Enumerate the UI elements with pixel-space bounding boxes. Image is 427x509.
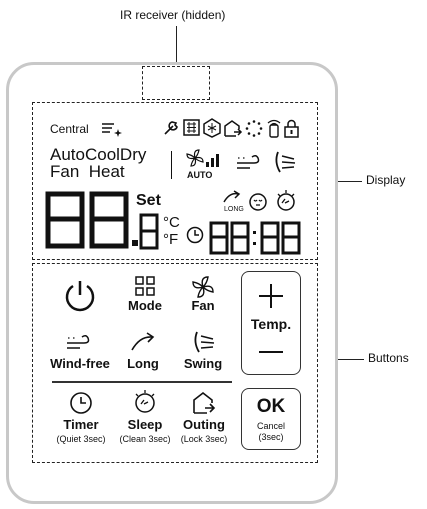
button-divider — [52, 381, 232, 383]
sleep-button-icon — [135, 390, 155, 413]
windfree-button-label: Wind-free — [50, 356, 110, 371]
long-indicator: LONG — [224, 206, 244, 213]
ir-receiver-label: IR receiver (hidden) — [120, 8, 226, 22]
decimal-digit — [139, 213, 159, 250]
windfree-button[interactable]: Wind-free — [48, 332, 112, 372]
fahrenheit-unit: °F — [163, 231, 179, 248]
display-leader-line — [318, 181, 362, 182]
swing-button-label: Swing — [183, 356, 223, 371]
sleep-icon — [277, 190, 295, 211]
fan-icon — [192, 276, 214, 298]
defrost-icon — [203, 118, 221, 138]
timer-icon — [70, 392, 92, 414]
fan-speed-icon — [186, 149, 219, 167]
outing-icon — [224, 120, 243, 137]
clean-dots-icon — [245, 120, 263, 137]
swing-button-icon — [194, 331, 215, 353]
mode-button[interactable]: Mode — [118, 276, 172, 316]
ok-button-sublabel-cancel: Cancel — [256, 421, 285, 431]
timer-clock-icon — [186, 226, 204, 244]
lock-icon — [284, 119, 299, 138]
sleep-button-label: Sleep — [127, 417, 163, 432]
timer-button[interactable]: Timer (Quiet 3sec) — [50, 391, 112, 449]
auto-fan-indicator: AUTO — [187, 170, 213, 180]
outing-button-label: Outing — [183, 417, 225, 432]
ok-button[interactable]: OK Cancel (3sec) — [241, 388, 301, 450]
long-airflow-icon — [223, 190, 241, 203]
plus-icon[interactable] — [257, 282, 285, 310]
long-airflow-button-icon — [131, 332, 155, 351]
outing-button-sublabel: (Lock 3sec) — [180, 434, 228, 444]
windfree-button-icon — [67, 334, 90, 349]
long-button-label: Long — [127, 356, 159, 371]
buttons-leader-line — [318, 359, 364, 360]
ir-leader-line — [176, 26, 177, 66]
swing-button[interactable]: Swing — [176, 330, 230, 372]
central-indicator: Central — [50, 122, 89, 136]
quiet-face-icon — [249, 193, 267, 211]
timer-digits — [209, 221, 301, 255]
wifi-remote-icon — [267, 119, 281, 138]
divider — [171, 151, 172, 179]
temperature-digits — [45, 191, 138, 249]
fan-button-label: Fan — [191, 298, 215, 313]
windfree-icon — [237, 154, 260, 169]
power-button[interactable] — [62, 278, 98, 314]
set-indicator: Set — [136, 192, 161, 209]
sleep-button[interactable]: Sleep (Clean 3sec) — [114, 389, 176, 449]
filter-icon — [183, 119, 200, 136]
wind-sparkle-icon — [102, 123, 122, 137]
buttons-label: Buttons — [368, 351, 409, 365]
ir-receiver-area — [142, 66, 210, 100]
ok-button-label: OK — [256, 396, 286, 417]
celsius-unit: °C — [163, 214, 180, 231]
sleep-button-sublabel: (Clean 3sec) — [119, 434, 171, 444]
minus-icon[interactable] — [257, 342, 285, 362]
outing-button[interactable]: Outing (Lock 3sec) — [176, 391, 232, 449]
mode-indicators-bottom: Fan Heat — [50, 162, 125, 181]
swing-icon — [275, 151, 296, 173]
outing-icon — [193, 391, 216, 414]
timer-button-label: Timer — [63, 417, 99, 432]
long-button[interactable]: Long — [118, 332, 168, 372]
status-icons-row — [164, 118, 299, 138]
mode-grid-icon — [135, 276, 155, 296]
fan-button[interactable]: Fan — [178, 276, 228, 316]
temp-button[interactable]: Temp. — [241, 271, 301, 375]
display-label: Display — [366, 173, 406, 187]
temp-button-label: Temp. — [250, 316, 292, 332]
wrench-icon — [164, 121, 178, 135]
mode-button-label: Mode — [128, 298, 162, 313]
ok-button-sublabel-time: (3sec) — [258, 432, 284, 442]
display-area — [32, 102, 318, 260]
buttons-area — [32, 263, 318, 463]
timer-button-sublabel: (Quiet 3sec) — [56, 434, 106, 444]
mode-indicators-top: AutoCoolDry — [50, 145, 147, 164]
